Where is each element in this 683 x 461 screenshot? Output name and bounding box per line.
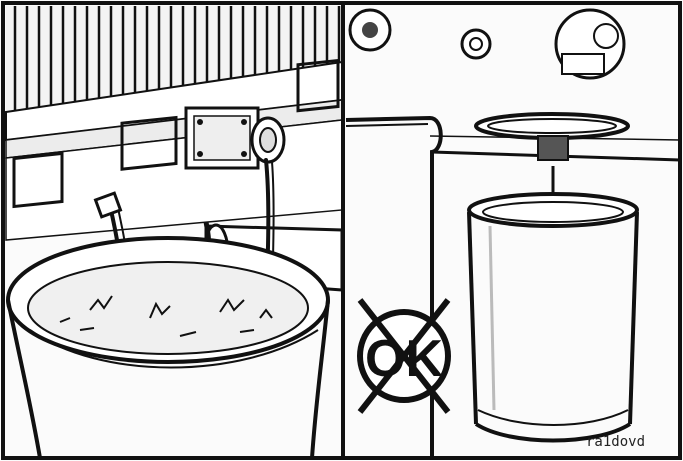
- drain-plug-bracket: [186, 108, 284, 168]
- ok-crossed-symbol: OK: [360, 300, 448, 412]
- top-fittings: [350, 10, 624, 78]
- left-panel: [6, 6, 342, 458]
- filter-canister: [469, 194, 637, 441]
- right-panel: OK ra1dovd: [346, 10, 680, 458]
- reference-code: ra1dovd: [586, 434, 645, 450]
- drain-pan: [8, 238, 328, 458]
